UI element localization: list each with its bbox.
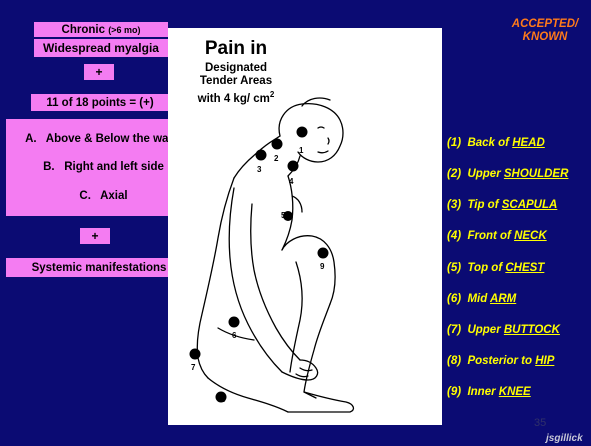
criterion-c: C. Axial [79,190,127,202]
chronic-label: Chronic [62,24,105,36]
points-box: 11 of 18 points = (+) [31,94,169,111]
tender-site-7: (7) Upper BUTTOCK [447,324,560,340]
tender-point-3: 3 [256,150,267,175]
site-location: SHOULDER [504,168,569,180]
site-prefix: Inner [467,386,498,398]
author-credit: jsgillick [546,433,583,444]
accepted-line-2: KNOWN [500,31,590,44]
systemic-text: Systemic manifestations [32,262,167,274]
site-prefix: Tip of [467,199,501,211]
pain-in-title: Pain in [190,38,282,60]
site-number: (5) [447,262,461,274]
plus-sign-2: + [91,229,98,243]
marker-label-7: 7 [191,363,196,372]
plus-sign-1: + [95,65,102,79]
accepted-line-1: ACCEPTED/ [500,18,590,31]
marker-label-8: 8 [221,395,226,404]
criterion-b: B. Right and left side [43,161,164,173]
plus-box-1: + [84,64,114,80]
subtitle-line-3: with 4 kg/ cm2 [184,88,288,106]
criterion-a: A. Above & Below the waist [25,133,182,145]
tender-site-8: (8) Posterior to HIP [447,355,554,371]
marker-label-2: 2 [274,154,279,163]
systemic-box: Systemic manifestations [6,258,192,277]
tender-site-2: (2) Upper SHOULDER [447,168,568,184]
tender-site-6: (6) Mid ARM [447,293,516,309]
tender-site-3: (3) Tip of SCAPULA [447,199,557,215]
accepted-known-heading: ACCEPTED/ KNOWN [500,18,590,44]
plus-box-2: + [80,228,110,244]
site-prefix: Top of [467,262,505,274]
site-number: (8) [447,355,461,367]
tender-point-markers: 1 2 3 4 5 6 7 [190,127,329,405]
marker-label-6: 6 [232,331,237,340]
tender-point-1: 1 [297,127,308,156]
tender-point-4: 4 [288,161,299,187]
marker-label-5: 5 [281,211,286,220]
site-prefix: Posterior to [467,355,535,367]
tender-areas-subtitle: Designated Tender Areas with 4 kg/ cm2 [184,62,288,106]
points-text: 11 of 18 points = (+) [46,97,153,109]
marker-label-9: 9 [320,262,325,271]
site-location: NECK [514,230,547,242]
marker-label-3: 3 [257,165,262,174]
site-location: HIP [535,355,554,367]
site-number: (2) [447,168,461,180]
site-number: (1) [447,137,461,149]
site-number: (3) [447,199,461,211]
tender-site-4: (4) Front of NECK [447,230,547,246]
site-prefix: Mid [467,293,490,305]
tender-point-2: 2 [272,139,283,164]
marker-label-4: 4 [289,177,294,186]
site-number: (4) [447,230,461,242]
chronic-duration: (>6 mo) [108,25,140,35]
site-prefix: Front of [467,230,514,242]
subtitle-line-1: Designated [184,62,288,75]
widespread-myalgia-box: Widespread myalgia [34,39,168,57]
subtitle-line-2: Tender Areas [184,75,288,88]
tender-site-1: (1) Back of HEAD [447,137,545,153]
tender-site-5: (5) Top of CHEST [447,262,544,278]
subtitle-line-3-text: with 4 kg/ cm [198,93,270,105]
subtitle-superscript: 2 [270,90,274,99]
site-number: (6) [447,293,461,305]
site-prefix: Back of [467,137,512,149]
site-prefix: Upper [467,324,503,336]
tender-point-9: 9 [318,248,329,272]
site-location: ARM [490,293,516,305]
site-prefix: Upper [467,168,503,180]
site-location: CHEST [505,262,544,274]
site-location: BUTTOCK [504,324,560,336]
site-location: HEAD [512,137,545,149]
site-number: (9) [447,386,461,398]
site-location: KNEE [499,386,531,398]
page-number: 35 [534,417,546,429]
chronic-box: Chronic (>6 mo) [34,22,168,37]
tender-site-9: (9) Inner KNEE [447,386,531,402]
marker-label-1: 1 [299,146,304,155]
tender-point-5: 5 [281,211,293,221]
site-location: SCAPULA [502,199,558,211]
tender-point-8: 8 [216,392,227,405]
site-number: (7) [447,324,461,336]
widespread-myalgia-text: Widespread myalgia [43,41,159,55]
